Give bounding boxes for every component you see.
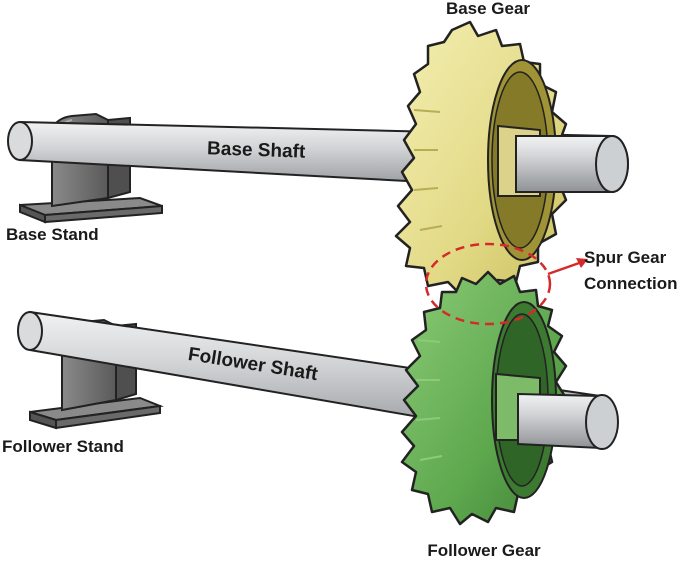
spur-gear-connection-label-line2: Connection: [584, 274, 678, 293]
follower-gear-label: Follower Gear: [427, 541, 541, 560]
connection-arrow: [547, 258, 588, 276]
base-gear-label: Base Gear: [446, 0, 530, 18]
spur-gear-connection-label-line1: Spur Gear: [584, 248, 667, 267]
base-stand-label: Base Stand: [6, 225, 99, 244]
connection-highlight: [424, 242, 552, 326]
base-shaft-label: Base Shaft: [207, 138, 307, 162]
follower-stand-label: Follower Stand: [2, 437, 124, 456]
